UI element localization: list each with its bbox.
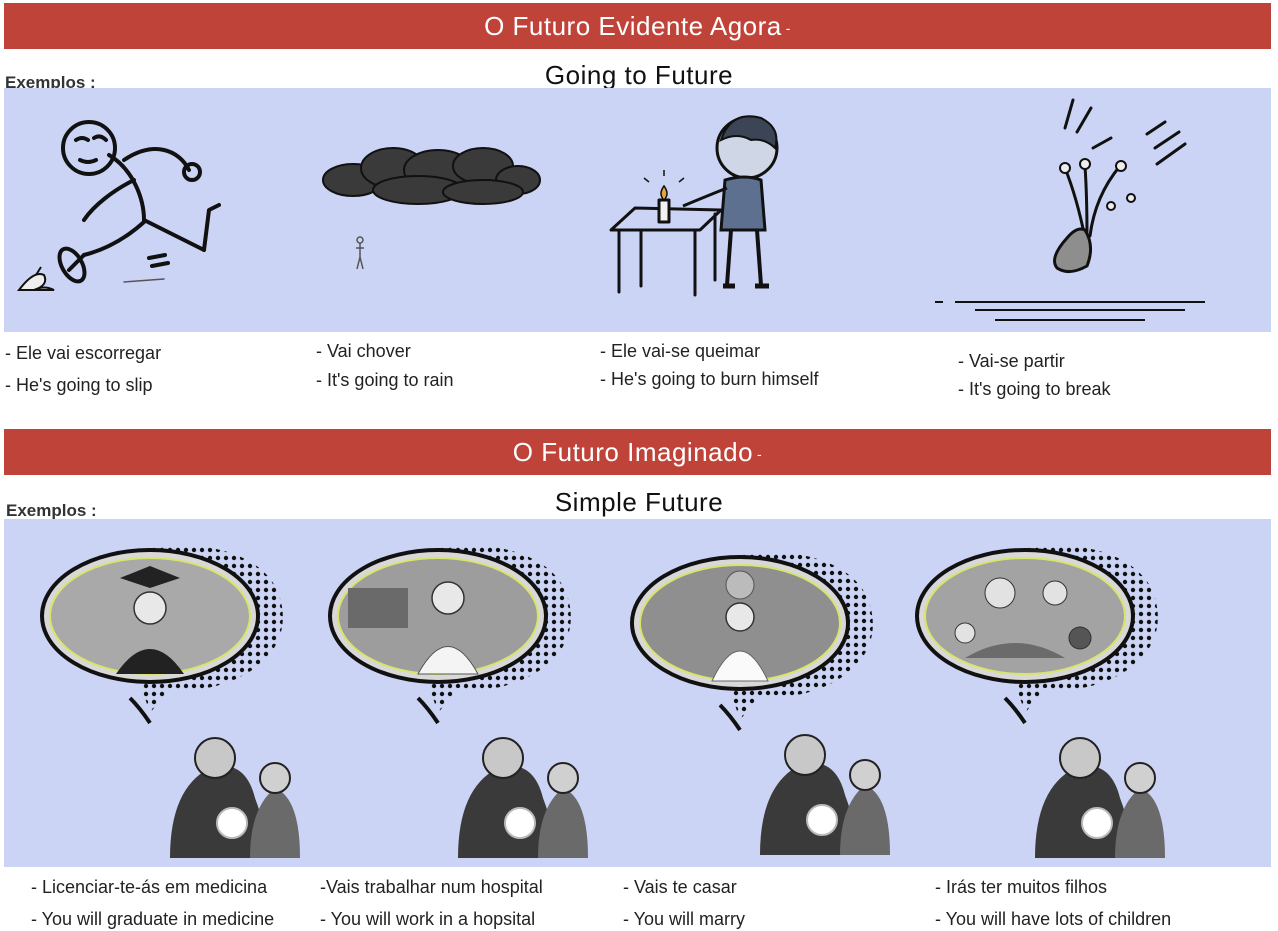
section2-examples-label: Exemplos :: [6, 501, 97, 520]
section1-caption-pt-3: - Ele vai-se queimar: [600, 341, 761, 361]
section2-banner-title: O Futuro Imaginado: [512, 437, 754, 467]
section1-caption-pt-4: - Vai-se partir: [958, 351, 1065, 371]
section1-caption-pt-2: - Vai chover: [316, 341, 411, 361]
section1-caption-pt-1: - Ele vai escorregar: [5, 343, 162, 363]
section1-subtitle: Going to Future: [544, 60, 734, 90]
section2-caption-pt-1: - Licenciar-te-ás em medicina: [31, 877, 268, 897]
section2-caption-pt-2: -Vais trabalhar num hospital: [320, 877, 543, 897]
section1-image-panel: [4, 88, 1271, 332]
wedding-vision-icon: [620, 545, 900, 865]
section2-subtitle: Simple Future: [554, 487, 724, 517]
slipping-man-icon: [14, 110, 244, 310]
section1-caption-en-1: - He's going to slip: [5, 375, 153, 395]
rain-cloud-icon: [318, 140, 543, 280]
section2-caption-en-1: - You will graduate in medicine: [31, 909, 275, 929]
section1-banner-dash: -: [785, 20, 791, 37]
children-vision-icon: [905, 538, 1185, 858]
section2-caption-en-3: - You will marry: [623, 909, 746, 929]
section1-caption-en-4: - It's going to break: [958, 379, 1111, 399]
doctor-vision-icon: [318, 538, 598, 858]
section2-caption-pt-4: - Irás ter muitos filhos: [935, 877, 1108, 897]
boy-candle-icon: [605, 110, 795, 305]
graduate-vision-icon: [30, 538, 310, 858]
section2-banner-dash: -: [757, 446, 763, 463]
section2-caption-pt-3: - Vais te casar: [623, 877, 737, 897]
section1-caption-en-2: - It's going to rain: [316, 370, 454, 390]
section1-caption-en-3: - He's going to burn himself: [600, 369, 819, 389]
section2-caption-en-2: - You will work in a hopsital: [320, 909, 536, 929]
section2-caption-en-4: - You will have lots of children: [935, 909, 1172, 929]
falling-vase-icon: [935, 88, 1205, 328]
section1-banner: O Futuro Evidente Agora-: [4, 3, 1271, 49]
section1-examples-label: Exemplos :: [5, 73, 96, 92]
section1-banner-title: O Futuro Evidente Agora: [484, 11, 782, 41]
section2-banner: O Futuro Imaginado-: [4, 429, 1271, 475]
